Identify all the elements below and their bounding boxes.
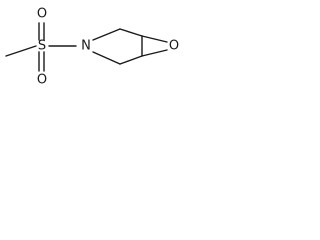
atom-oxygen-bottom: O xyxy=(37,73,47,88)
bond-c-bottom-bridgehead-bottom xyxy=(119,55,143,65)
bond-nitrogen-c-top xyxy=(92,28,121,41)
atom-oxygen-top: O xyxy=(37,7,47,22)
bond-nitrogen-c-bottom xyxy=(92,51,121,65)
bonds xyxy=(5,22,168,72)
bond-bridgehead-bottom-oxygen xyxy=(141,49,168,57)
atom-labels: S O O N O xyxy=(37,7,179,88)
atom-nitrogen: N xyxy=(81,39,91,54)
bond-methyl-sulfur xyxy=(5,45,37,57)
atom-sulfur: S xyxy=(38,39,46,54)
bond-c-top-bridgehead-top xyxy=(119,28,143,37)
chemical-structure-diagram: S O O N O xyxy=(5,7,179,88)
bond-bridgehead-top-oxygen xyxy=(141,35,168,43)
atom-oxygen-epoxide: O xyxy=(169,39,179,54)
